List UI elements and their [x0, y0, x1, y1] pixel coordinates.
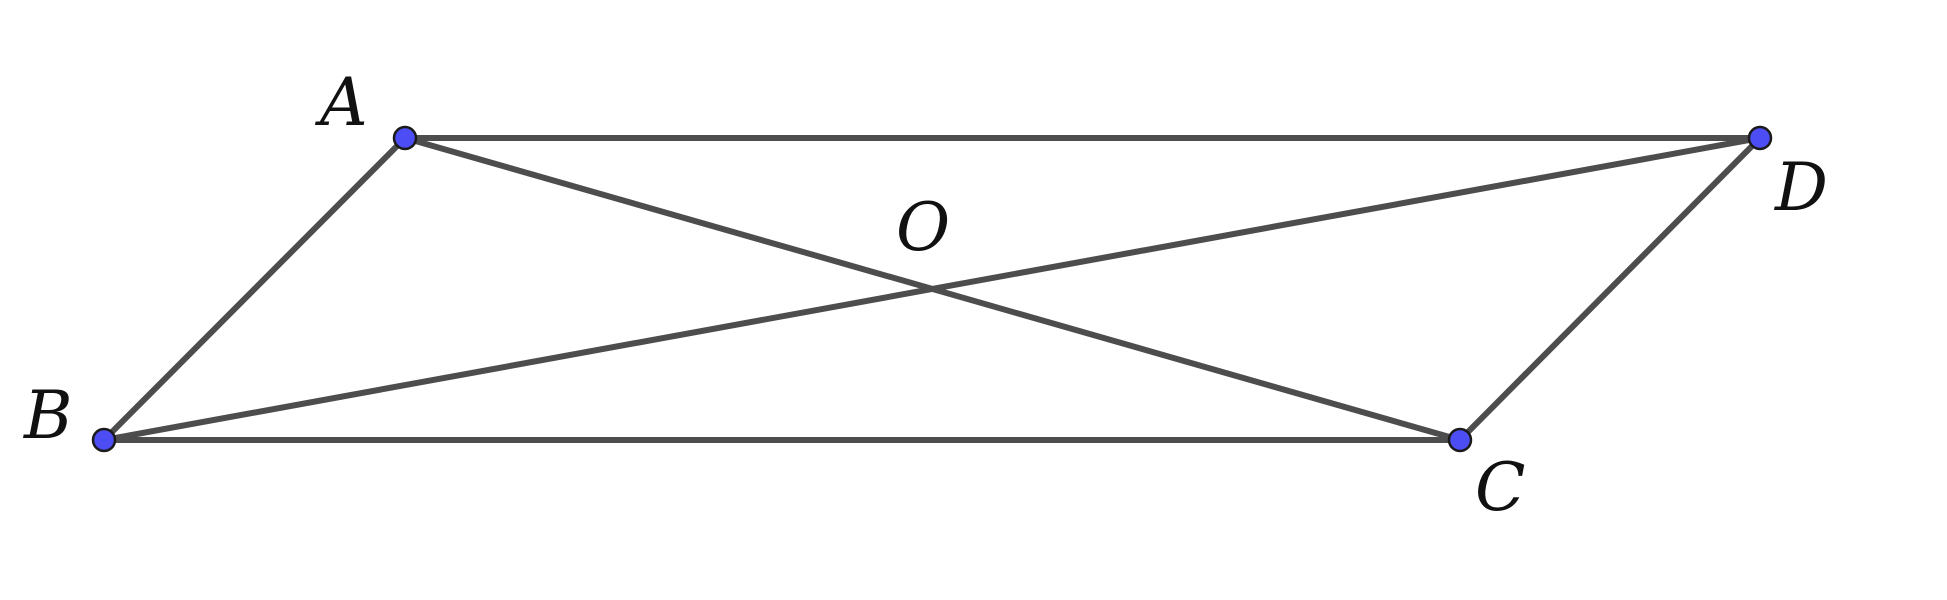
- point-d[interactable]: [1747, 125, 1773, 151]
- label-d: D: [1774, 149, 1828, 226]
- diagonal-bd: [101, 135, 1763, 443]
- label-c: C: [1475, 449, 1526, 526]
- point-b[interactable]: [91, 427, 117, 453]
- label-a: A: [314, 64, 368, 141]
- side-ab: [101, 135, 408, 443]
- side-dc: [1457, 135, 1763, 443]
- label-b: B: [23, 377, 73, 454]
- label-o: O: [896, 189, 950, 266]
- point-c[interactable]: [1447, 427, 1473, 453]
- point-a[interactable]: [392, 125, 418, 151]
